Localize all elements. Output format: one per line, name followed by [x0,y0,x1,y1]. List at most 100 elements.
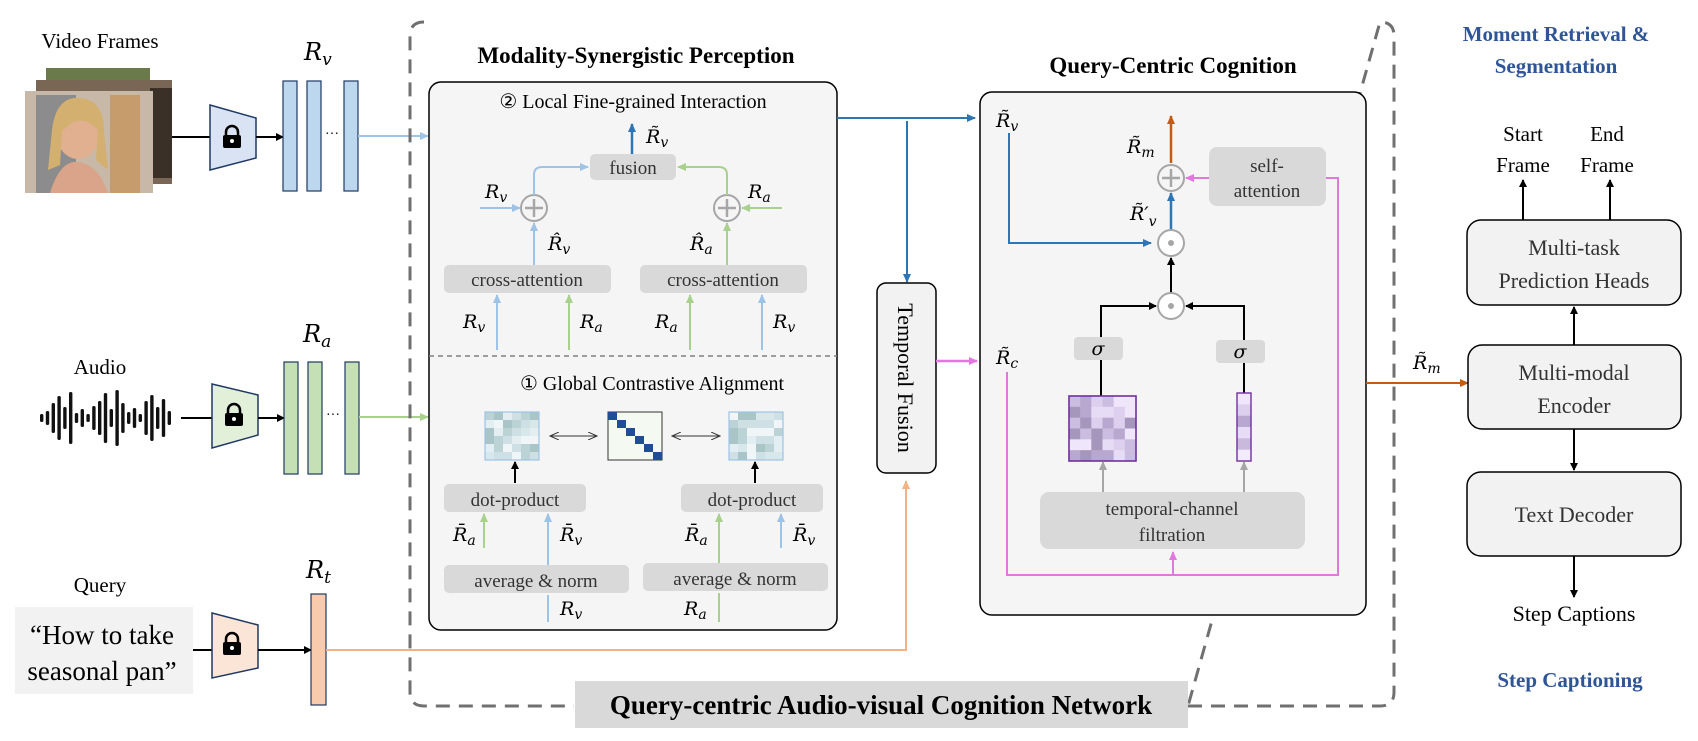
waveform-bar [161,399,166,437]
matrix-diagonal-cell [653,452,662,460]
query-text-line1: “How to take [30,620,174,650]
map-cell [1124,428,1137,440]
map-cell [1069,396,1081,408]
video-feature-tokens [282,80,359,192]
matrix-cell [494,436,504,445]
temporal-fusion-label: Temporal Fusion [893,303,918,452]
matrix-cell [756,452,766,461]
map-cell [1113,428,1126,440]
local-interaction-title: ② Local Fine-grained Interaction [499,91,766,113]
matrix-diagonal-cell [644,444,653,452]
waveform-bar [98,401,102,435]
matrix-cell [774,436,784,445]
waveform-bar [86,414,90,422]
matrix-cell [729,420,739,429]
matrix-cell [512,420,522,429]
fusion-label: fusion [609,158,657,179]
waveform-bar [109,409,113,427]
multiply-node-lower [1157,292,1185,320]
temporal-filter-map [1068,395,1137,462]
similarity-matrix-left [484,411,540,461]
average-norm-left [444,565,629,593]
qcc-rc-label: R̃c [995,347,1018,372]
end-frame-label-2: Frame [1580,153,1634,177]
matrix-cell [729,412,739,421]
map-cell [1080,428,1092,440]
matrix-cell [485,436,495,445]
matrix-cell [747,428,757,437]
video-frames-thumbnail [25,68,172,193]
map-cell [1091,428,1103,440]
map-cell [1237,449,1251,462]
sigma-channel [1216,340,1265,363]
map-cell [1091,439,1103,451]
matrix-cell [512,452,522,461]
matrix-diagonal-cell [626,428,635,436]
audio-waveform-icon [40,390,171,446]
ca-left-rv-label: Rv [462,311,485,336]
average-norm-right-label: average & norm [673,569,797,590]
matrix-cell [765,452,775,461]
sigma-temporal-label: σ [1092,338,1106,360]
waveform-bar [51,403,55,433]
start-frame-label-2: Frame [1496,153,1550,177]
step-captioning-title: Step Captioning [1497,668,1643,692]
matrix-cell [530,436,540,445]
qcc-panel [979,91,1367,616]
map-cell [1069,439,1081,451]
matrix-cell [747,444,757,453]
map-cell [1069,417,1081,429]
rc-routing-line [1006,177,1339,576]
matrix-cell [774,412,784,421]
ra-bar-label-left: R̄a [452,523,476,549]
matrix-cell [521,444,531,453]
map-cell [1091,450,1103,462]
map-cell [1124,439,1137,451]
avg-left-rv-label: Rv [559,598,582,623]
matrix-cell [738,428,748,437]
matrix-cell [747,452,757,461]
temporal-channel-filtration-block [1040,492,1305,549]
matrix-cell [503,436,513,445]
matrix-cell [729,444,739,453]
matrix-cell [747,420,757,429]
tcf-label-1: temporal-channel [1106,499,1239,520]
matrix-cell [494,452,504,461]
map-cell [1237,393,1251,405]
matrix-cell [503,420,513,429]
matrix-cell [765,444,775,453]
map-cell [1080,439,1092,451]
encoder-label-1: Multi-modal [1518,360,1629,385]
temporal-sigma-to-multiply [1100,302,1157,337]
matrix-cell [512,436,522,445]
query-feature-token [310,593,327,706]
multi-task-prediction-heads [1466,219,1682,306]
matrix-cell [756,420,766,429]
matrix-cell [756,436,766,445]
matrix-cell [503,452,513,461]
cross-attention-right [640,265,807,293]
ca-left-ra-label: Ra [579,311,603,336]
identity-target-matrix [607,411,663,461]
matrix-cell [485,444,495,453]
ra-residual-label: Ra [747,181,771,206]
cross-attention-left [444,265,611,293]
end-frame-label-1: End [1590,122,1624,146]
query-text-box [15,607,193,694]
query-text-line2: seasonal pan” [27,656,176,686]
self-attention-label-1: self- [1250,156,1284,177]
video-frames-label: Video Frames [41,29,158,53]
map-cell [1102,417,1114,429]
map-cell [1237,404,1251,416]
waveform-bar [57,396,61,440]
sigma-temporal [1074,337,1123,360]
map-cell [1080,417,1092,429]
map-cell [1091,396,1103,408]
waveform-bar [69,392,73,444]
matrix-cell [747,412,757,421]
matrix-cell [729,428,739,437]
matrix-cell [765,428,775,437]
matrix-cell [494,428,504,437]
dot-product-right [681,484,823,512]
start-frame-label-1: Start [1503,122,1543,146]
